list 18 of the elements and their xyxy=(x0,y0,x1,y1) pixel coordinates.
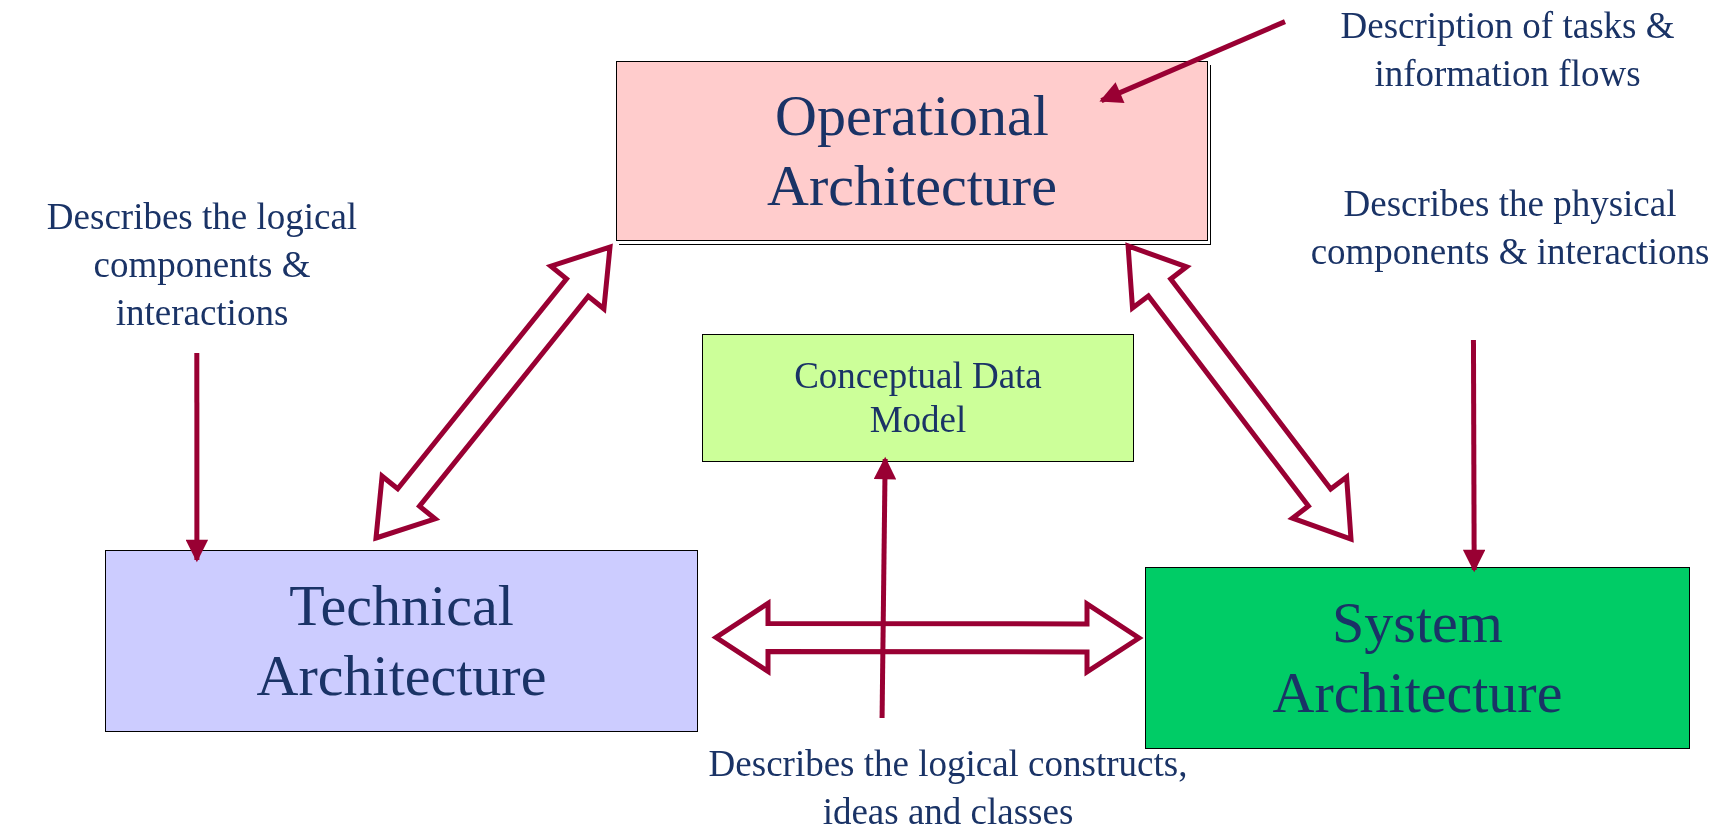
box-title: Technical Architecture xyxy=(255,572,548,710)
architecture-box xyxy=(105,550,698,732)
annotation-text: Description of tasks & information flows xyxy=(1295,2,1720,99)
architecture-box xyxy=(702,334,1134,462)
box-title: Operational Architecture xyxy=(766,82,1058,220)
block-arrow xyxy=(711,598,1144,677)
arrow xyxy=(873,456,897,719)
arrow xyxy=(1462,340,1486,573)
arrow xyxy=(185,353,209,563)
block-arrow xyxy=(373,243,613,542)
architecture-box xyxy=(1145,567,1690,749)
annotation-text: Describes the physical components & interactions xyxy=(1300,180,1720,277)
box-title: Conceptual Data Model xyxy=(793,353,1043,442)
box-title: System Architecture xyxy=(1271,589,1564,727)
arrow xyxy=(1099,19,1286,103)
annotation-text: Describes the logical constructs, ideas and classes xyxy=(680,740,1216,837)
block-arrow xyxy=(1125,242,1354,543)
annotation-text: Describes the logical components & interactions xyxy=(3,193,401,338)
